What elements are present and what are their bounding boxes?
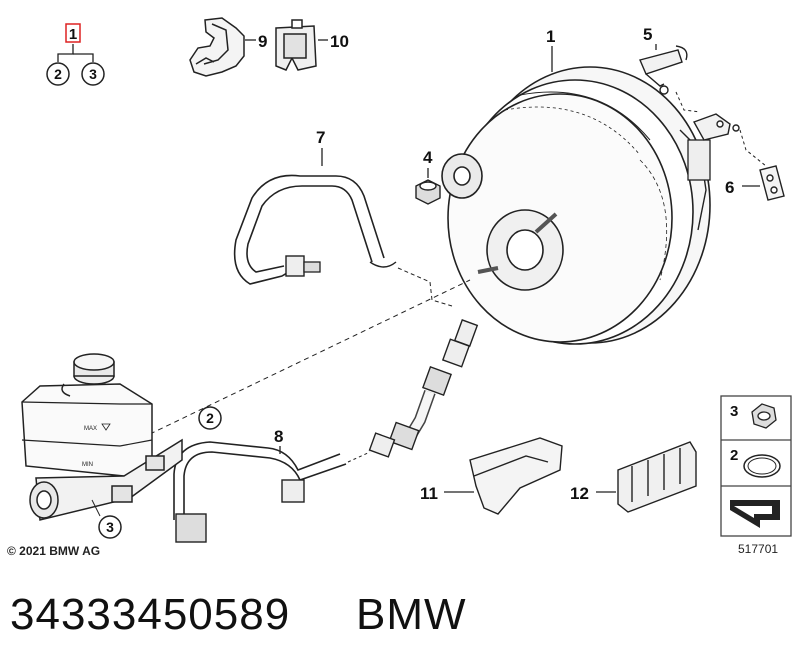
master-cylinder-reservoir [21, 353, 183, 521]
callout-12[interactable]: 12 [570, 484, 589, 503]
legend-arrow-icon [730, 500, 780, 528]
callout-7[interactable]: 7 [316, 128, 325, 147]
callout-2[interactable]: 2 [206, 410, 214, 426]
brand-name: BMW [356, 590, 467, 639]
group-legend: 1 2 3 [46, 23, 105, 86]
reservoir-max-mark: MAX [84, 426, 97, 432]
nut-part-4 [415, 179, 441, 205]
reservoir-min-mark: MIN [82, 462, 93, 468]
legend-item-2[interactable]: 2 [730, 447, 738, 464]
legend-seal-ring-icon [743, 454, 781, 478]
check-valve-assembly [368, 319, 479, 458]
vacuum-hose-part-8 [173, 441, 347, 543]
legend-panel: 3 2 [720, 395, 792, 537]
grommet-part-10 [275, 19, 317, 71]
pad-part-12 [617, 441, 697, 513]
bracket-part-11 [469, 437, 563, 515]
copyright: © 2021 BMW AG [7, 544, 100, 558]
callout-1[interactable]: 1 [546, 27, 555, 46]
part-number: 34333450589 [10, 590, 291, 639]
group-item-2[interactable]: 2 [54, 66, 62, 82]
clevis-part-5 [639, 45, 740, 141]
vacuum-hose-part-7 [233, 174, 385, 285]
callout-11[interactable]: 11 [420, 484, 438, 503]
group-label-box [65, 23, 81, 43]
clip-part-6 [759, 165, 785, 201]
legend-nut-icon [751, 403, 777, 429]
diagram-number: 517701 [738, 542, 778, 556]
callout-8[interactable]: 8 [274, 427, 283, 446]
clip-part-9 [189, 17, 245, 77]
group-label[interactable]: 1 [69, 26, 77, 43]
callout-6[interactable]: 6 [725, 178, 734, 197]
legend-item-3[interactable]: 3 [730, 403, 738, 420]
callout-5[interactable]: 5 [643, 25, 652, 44]
callout-10[interactable]: 10 [330, 32, 349, 51]
group-item-3[interactable]: 3 [89, 66, 97, 82]
callout-9[interactable]: 9 [258, 32, 267, 51]
brake-booster [441, 66, 711, 345]
callout-3[interactable]: 3 [106, 519, 114, 535]
callout-4[interactable]: 4 [423, 148, 433, 167]
